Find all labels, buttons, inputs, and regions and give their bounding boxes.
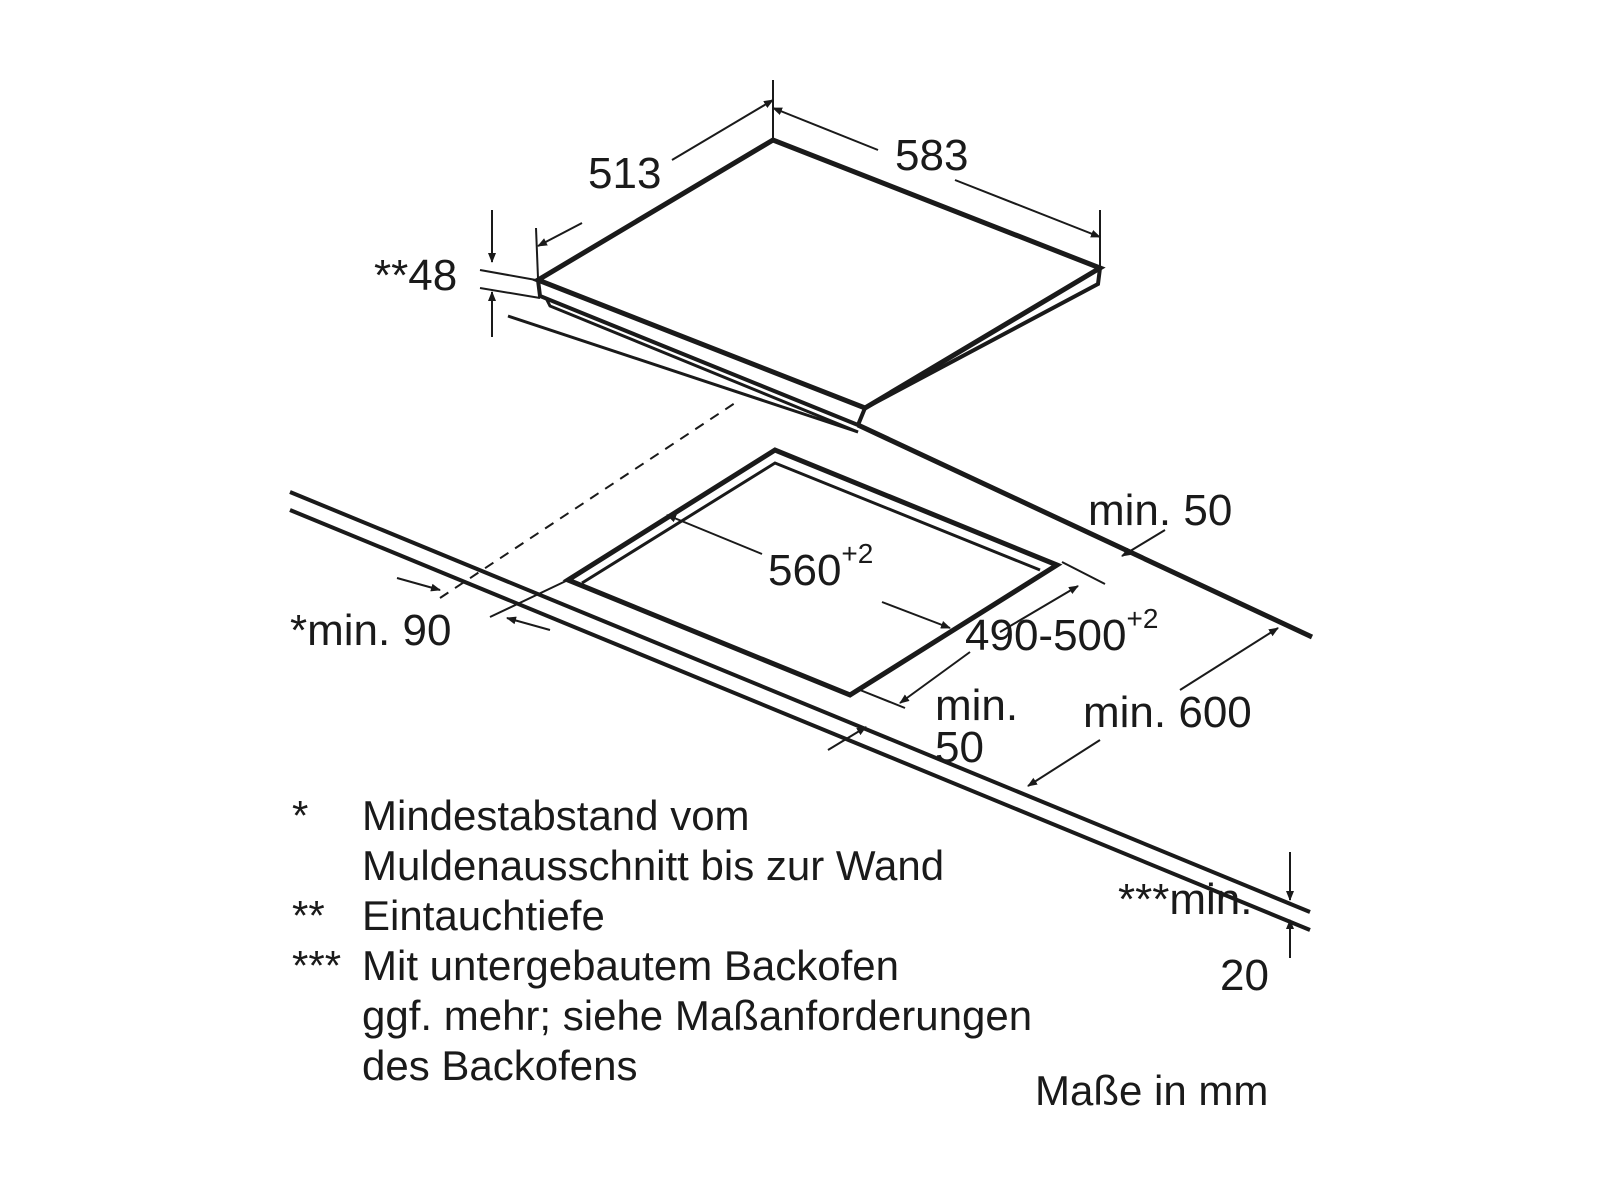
footnote-3-line-1: Mit untergebautem Backofen xyxy=(362,942,899,989)
dimension-min-depth: min. 600 xyxy=(1027,627,1279,787)
dimension-cutout-width-label: 560+2 xyxy=(768,538,873,595)
dimension-min-below-label-1: ***min. xyxy=(1118,875,1253,924)
worktop-left-edge xyxy=(507,314,859,434)
dimension-min-wall: *min. 90 xyxy=(290,577,569,655)
footnote-marker-3: *** xyxy=(292,942,341,989)
hidden-edge-dashed xyxy=(439,402,736,599)
cooktop-base xyxy=(544,297,859,434)
worktop-front-bottom xyxy=(289,508,1311,932)
footnote-marker-2: ** xyxy=(292,892,325,939)
dimension-min-wall-label: *min. 90 xyxy=(290,606,451,655)
dimension-cutout-depth: 490-500+2 xyxy=(859,561,1158,709)
dimension-min-front: min. 50 xyxy=(827,681,1018,772)
cutout xyxy=(439,402,1063,698)
dimension-min-front-label-1: min. xyxy=(935,681,1018,730)
dimension-depth: 513 xyxy=(535,80,774,279)
footnote-1-line-1: Mindestabstand vom xyxy=(362,792,750,839)
footnotes: * Mindestabstand vom Muldenausschnitt bi… xyxy=(292,792,1032,1089)
worktop-front-top xyxy=(289,490,1311,914)
dimension-immersion: **48 xyxy=(374,210,541,337)
footnote-2-line-1: Eintauchtiefe xyxy=(362,892,605,939)
dimension-immersion-label: **48 xyxy=(374,251,457,300)
dimension-min-below: ***min. 20 xyxy=(1118,852,1294,1000)
dimension-min-front-label-2: 50 xyxy=(935,723,984,772)
cutout-inner-edge xyxy=(581,461,1041,585)
dimension-min-depth-label: min. 600 xyxy=(1083,688,1252,737)
dimension-min-below-label-2: 20 xyxy=(1220,951,1269,1000)
dimension-width-label: 583 xyxy=(895,131,968,180)
dimension-cutout-width: 560+2 xyxy=(666,514,951,629)
footnote-3-line-2: ggf. mehr; siehe Maßanforderungen xyxy=(362,992,1032,1039)
cutout-outline xyxy=(562,447,1063,698)
worktop xyxy=(289,314,1314,932)
dimension-min-back-label: min. 50 xyxy=(1088,486,1232,535)
worktop-back-edge xyxy=(856,422,1314,640)
footnote-marker-1: * xyxy=(292,792,308,839)
cooktop-front-edge xyxy=(536,279,867,428)
dimension-depth-label: 513 xyxy=(588,149,661,198)
dimension-cutout-depth-label: 490-500+2 xyxy=(965,603,1158,660)
footnote-3-line-3: des Backofens xyxy=(362,1042,638,1089)
units-label: Maße in mm xyxy=(1035,1067,1268,1114)
dimension-min-back: min. 50 xyxy=(1088,486,1232,557)
footnote-1-line-2: Muldenausschnitt bis zur Wand xyxy=(362,842,944,889)
dimension-width: 583 xyxy=(772,107,1101,266)
cooktop xyxy=(532,137,1106,434)
cooktop-side-edge xyxy=(864,267,1102,410)
